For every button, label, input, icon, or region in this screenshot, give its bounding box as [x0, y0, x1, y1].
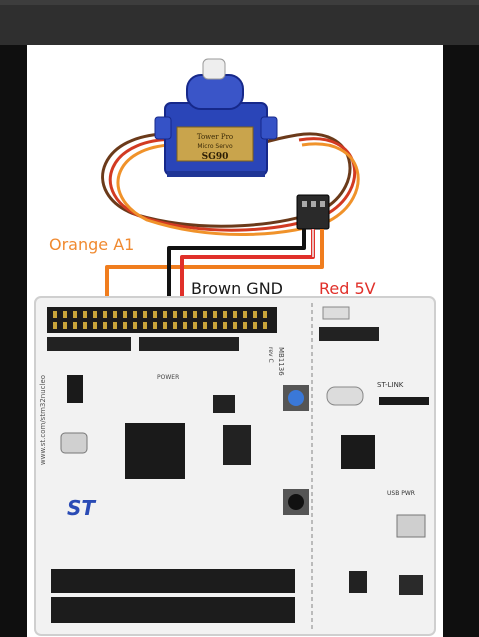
left-margin	[0, 45, 27, 637]
servo-brand-label: Tower Pro	[197, 133, 233, 141]
bottom-pin-header	[51, 569, 295, 593]
power-label: POWER	[157, 374, 179, 381]
servo-motor: Tower Pro Micro Servo SG90	[154, 58, 278, 177]
servo-line-label: Micro Servo	[197, 143, 233, 150]
stlink-mcu-chip	[341, 435, 375, 469]
wiring-diagram-panel: Tower Pro Micro Servo SG90	[27, 45, 443, 637]
board-model-label: MB1136	[277, 347, 285, 376]
st-logo: ST	[67, 496, 96, 520]
usb-connector	[396, 514, 426, 538]
toolbar-edge	[0, 0, 479, 5]
board-rev-label: rev C	[267, 347, 274, 363]
main-mcu-chip	[125, 423, 185, 479]
right-margin	[443, 45, 479, 637]
reset-button	[288, 494, 304, 510]
nucleo-board: POWER MB1136 rev C www.st.com/stm32nucle…	[34, 296, 436, 636]
servo-connector	[296, 194, 330, 230]
stlink-label: ST-LINK	[377, 381, 404, 389]
usb-pwr-label: USB PWR	[387, 490, 415, 497]
top-pin-header	[47, 307, 277, 333]
board-url-label: www.st.com/stm32nucleo	[39, 375, 47, 465]
servo-model-label: SG90	[202, 152, 229, 162]
wiring-diagram: Tower Pro Micro Servo SG90	[34, 58, 436, 636]
user-button	[288, 390, 304, 406]
label-red-5v: Red 5V	[319, 279, 376, 298]
label-orange-a1: Orange A1	[49, 235, 135, 254]
label-brown-gnd: Brown GND	[191, 279, 283, 298]
top-toolbar	[0, 0, 479, 45]
